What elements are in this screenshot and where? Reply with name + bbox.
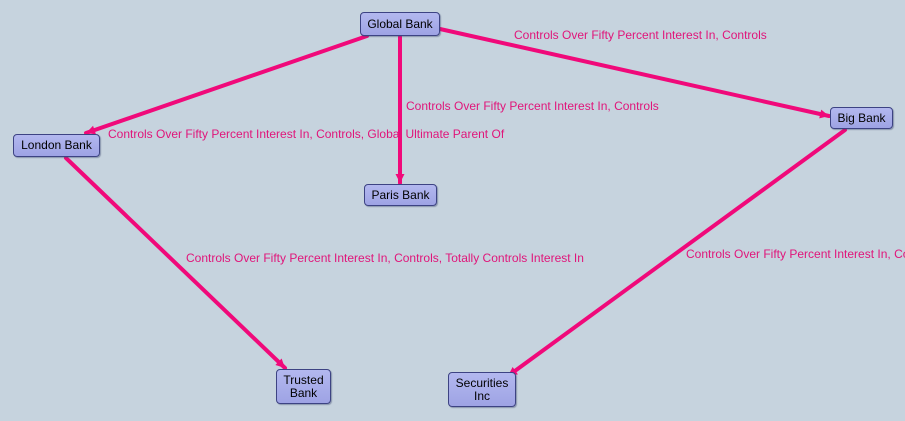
edge-global-london-arrowhead [86,125,96,135]
edge-big-securities [506,128,847,378]
node-label: Global Bank [367,16,433,31]
edge-global-london [84,34,369,135]
node-label: London Bank [21,138,92,152]
edge-label-london-trusted: Controls Over Fifty Percent Interest In,… [186,251,584,265]
node-label: Securities Inc [455,375,509,403]
node-securities-inc[interactable]: Securities Inc [448,372,516,407]
node-paris-bank[interactable]: Paris Bank [364,184,437,206]
edge-label-global-london: Controls Over Fifty Percent Interest In,… [108,127,505,141]
edge-global-big-arrowhead [819,109,829,119]
node-global-bank[interactable]: Global Bank [360,12,440,36]
node-london-bank[interactable]: London Bank [13,134,100,157]
edge-london-trusted-arrowhead [275,358,285,368]
node-label: Big Bank [837,110,886,125]
edge-label-global-big: Controls Over Fifty Percent Interest In,… [514,28,767,42]
node-label: Trusted Bank [283,372,324,400]
edge-global-paris-arrowhead [395,174,405,183]
edge-london-trusted [64,156,287,370]
node-trusted-bank[interactable]: Trusted Bank [276,369,331,404]
node-big-bank[interactable]: Big Bank [830,107,893,129]
edge-label-global-paris: Controls Over Fifty Percent Interest In,… [406,99,659,113]
edge-global-big [438,27,831,118]
edge-label-big-securities: Controls Over Fifty Percent Interest In,… [686,247,905,261]
node-label: Paris Bank [371,187,430,202]
